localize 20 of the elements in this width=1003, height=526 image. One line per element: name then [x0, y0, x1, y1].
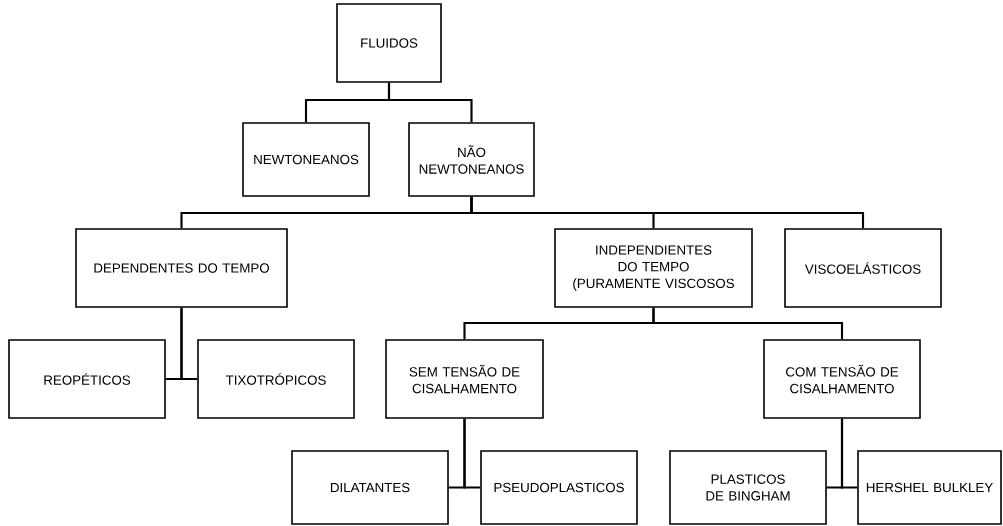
category-box: INDEPENDIENTES DO TEMPO (PURAMENTE VISCOSOS	[554, 228, 753, 308]
connector-line	[470, 196, 865, 229]
connector-line	[463, 418, 481, 489]
category-box: SEM TENSÃO DE CISALHAMENTO	[385, 339, 544, 419]
category-box: DEPENDENTES DO TEMPO	[75, 228, 288, 308]
category-box: NÃO NEWTONEANOS	[408, 122, 535, 197]
category-box: DILATANTES	[291, 450, 449, 525]
category-box: NEWTONEANOS	[242, 122, 370, 197]
category-box: REOPÉTICOS	[8, 339, 166, 419]
category-box: FLUIDOS	[336, 3, 442, 83]
connector-line	[180, 307, 198, 381]
category-box: PSEUDOPLASTICOS	[480, 450, 638, 525]
category-box: VISCOELÁSTICOS	[784, 228, 942, 308]
category-box: COM TENSÃO DE CISALHAMENTO	[763, 339, 921, 419]
connector-line	[652, 307, 844, 340]
category-box: TIXOTRÓPICOS	[197, 339, 355, 419]
category-box: PLASTICOS DE BINGHAM	[669, 450, 827, 525]
connector-line	[840, 418, 858, 489]
connector-line	[387, 82, 473, 123]
category-box: HERSHEL BULKLEY	[857, 450, 1002, 525]
